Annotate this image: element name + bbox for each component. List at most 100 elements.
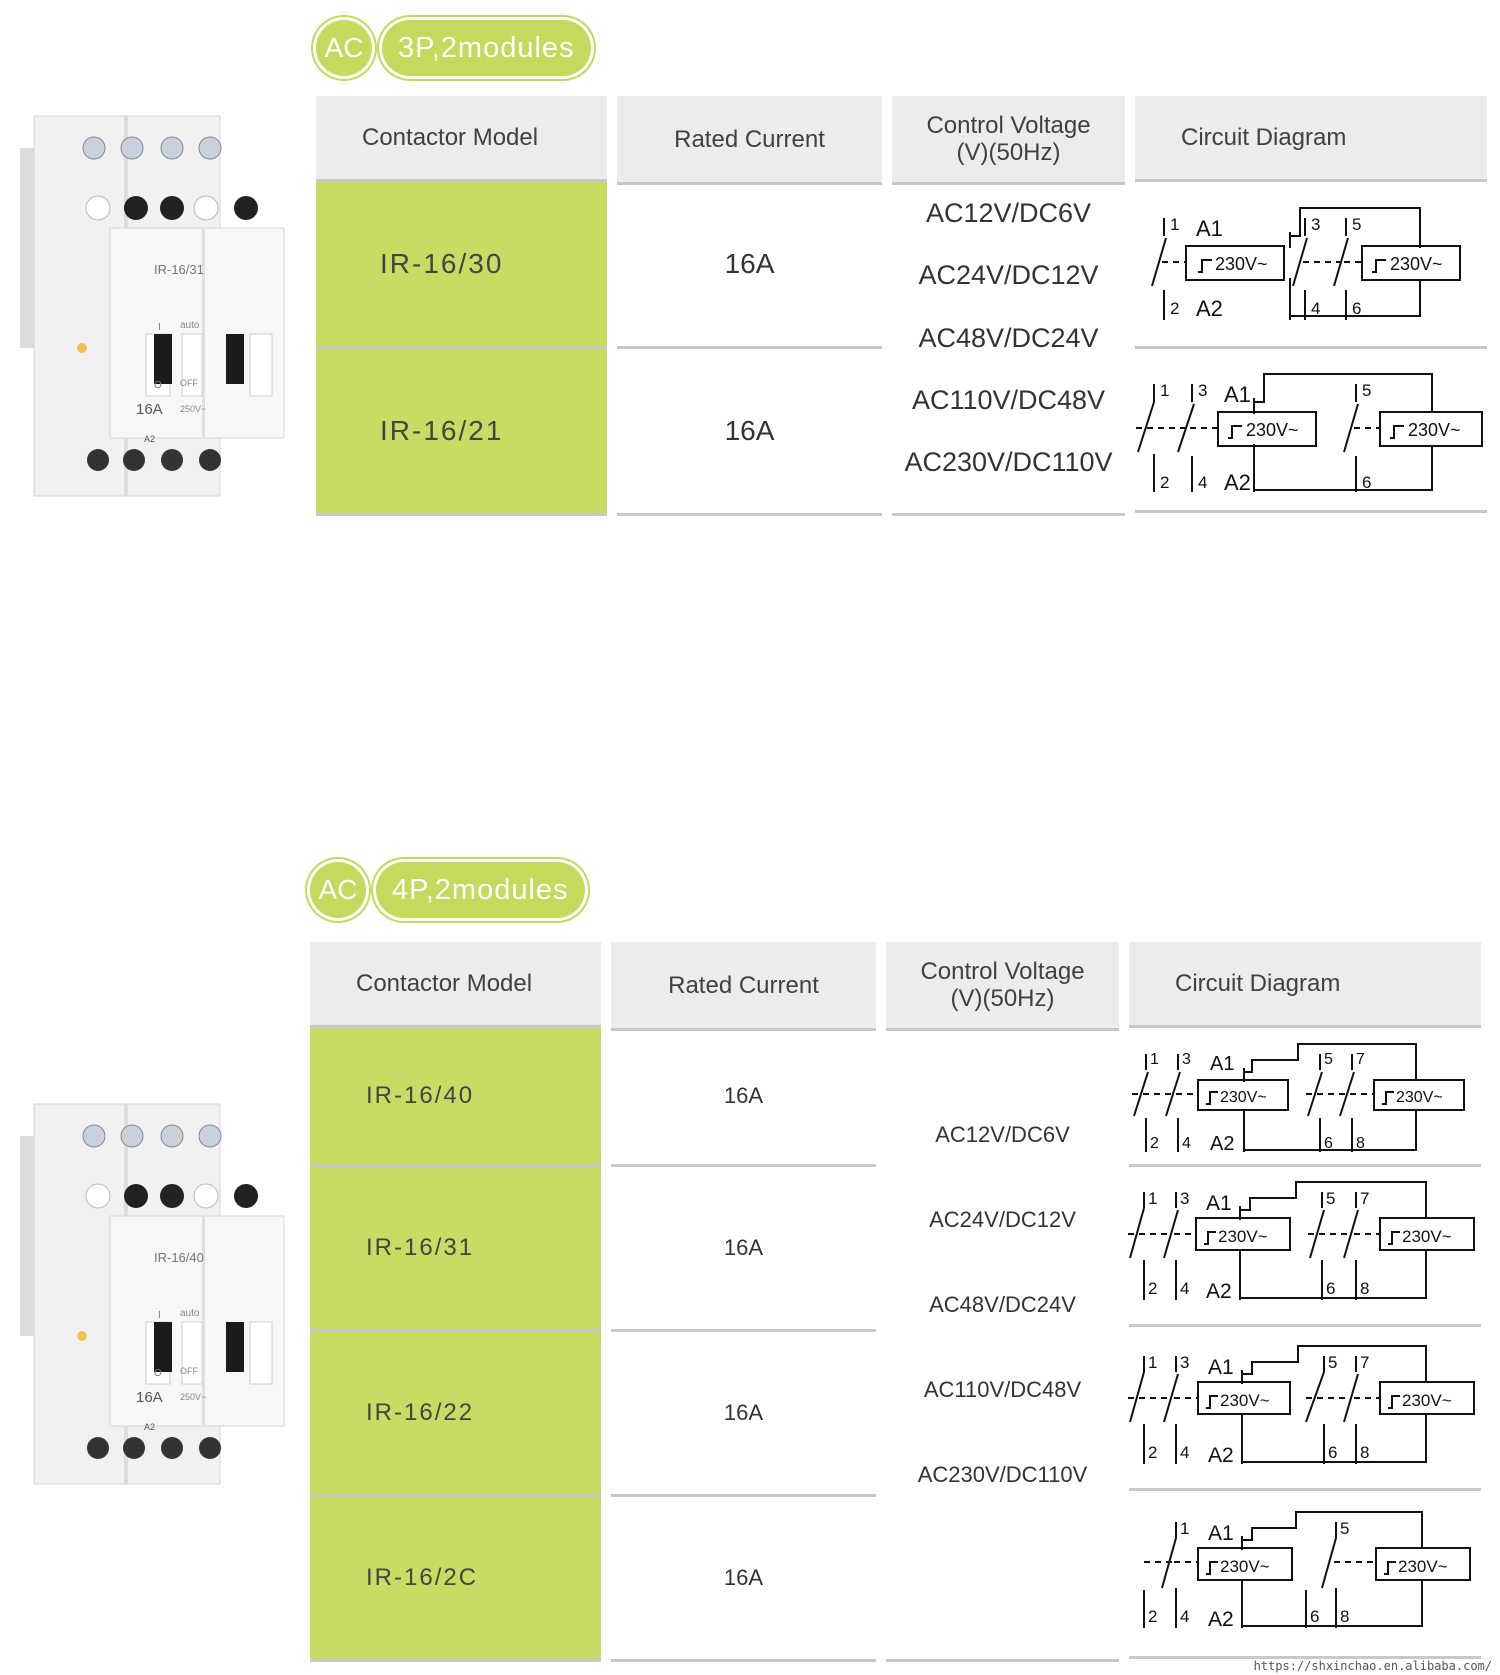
- diagram-row-border: [1135, 346, 1487, 349]
- svg-text:6: 6: [1352, 299, 1361, 318]
- contactor-device-image: IR-16/40 I auto O OFF 16A 250V~ A2: [20, 1103, 285, 1485]
- svg-text:4: 4: [1180, 1279, 1189, 1298]
- svg-text:2: 2: [1170, 299, 1179, 318]
- device-a2: A2: [144, 434, 155, 444]
- ac-badge: AC: [316, 20, 372, 76]
- current-cell: 16A: [611, 1028, 876, 1167]
- svg-text:230V~: 230V~: [1246, 420, 1299, 440]
- svg-text:8: 8: [1360, 1443, 1369, 1462]
- svg-text:1: 1: [1148, 1189, 1157, 1208]
- svg-text:A2: A2: [1206, 1280, 1232, 1303]
- svg-text:3: 3: [1180, 1353, 1189, 1372]
- svg-text:4: 4: [1182, 1135, 1191, 1152]
- voltage-item: AC110V/DC48V: [923, 1377, 1082, 1402]
- svg-text:7: 7: [1360, 1189, 1369, 1208]
- voltage-item: AC24V/DC12V: [918, 260, 1099, 291]
- device-auto-text: auto: [180, 1308, 200, 1319]
- voltage-bottom-border: [886, 1659, 1119, 1662]
- current-cell: 16A: [617, 349, 882, 516]
- svg-text:2: 2: [1148, 1607, 1157, 1626]
- header-rated-current: Rated Current: [617, 96, 882, 185]
- section-3p: AC 3P,2modules IR-16/31 I auto O OFF 16A…: [0, 0, 1500, 520]
- circuit-diagram-ir-16-40: 1 2 3 4 A1 A2 230V~ 5 6 7 8 230V~: [1132, 1043, 1465, 1155]
- header-rated-current: Rated Current: [611, 942, 876, 1031]
- poles-modules-badge: 4P,2modules: [376, 862, 585, 918]
- circuit-diagram-ir-16-31: 1 2 3 4 A1 A2 230V~ 5 6 7 8 230V~: [1128, 1181, 1475, 1303]
- header-contactor-model: Contactor Model: [310, 942, 601, 1028]
- voltage-item: AC48V/DC24V: [929, 1292, 1076, 1317]
- circuit-diagram-ir-16-22: 1 2 3 4 A1 A2 230V~ 5 6 7 8 230V~: [1128, 1345, 1475, 1467]
- svg-text:8: 8: [1340, 1607, 1349, 1626]
- model-cell: IR-16/40: [310, 1028, 601, 1167]
- svg-text:2: 2: [1148, 1443, 1157, 1462]
- model-cell: IR-16/30: [316, 182, 607, 349]
- svg-text:5: 5: [1326, 1189, 1335, 1208]
- svg-text:A2: A2: [1196, 296, 1223, 321]
- svg-text:5: 5: [1324, 1051, 1333, 1068]
- device-on-mark: I: [158, 322, 161, 333]
- svg-text:8: 8: [1356, 1135, 1365, 1152]
- device-voltage: 250V~: [180, 1392, 206, 1402]
- svg-text:6: 6: [1326, 1279, 1335, 1298]
- device-auto-text: auto: [180, 320, 200, 331]
- voltage-item: AC12V/DC6V: [935, 1122, 1070, 1147]
- voltage-item: AC110V/DC48V: [911, 384, 1106, 415]
- svg-text:2: 2: [1150, 1135, 1159, 1152]
- svg-text:230V~: 230V~: [1220, 1557, 1270, 1576]
- model-cell: IR-16/31: [310, 1167, 601, 1332]
- diagram-row-border: [1129, 1488, 1481, 1491]
- svg-text:230V~: 230V~: [1220, 1089, 1267, 1106]
- svg-text:6: 6: [1362, 473, 1371, 492]
- svg-text:1: 1: [1170, 215, 1179, 234]
- poles-modules-badge: 3P,2modules: [382, 20, 591, 76]
- voltage-list: AC12V/DC6V AC24V/DC12V AC48V/DC24V AC110…: [886, 1122, 1119, 1488]
- device-model-label: IR-16/31: [154, 262, 204, 277]
- device-on-mark: I: [158, 1310, 161, 1321]
- model-cell: IR-16/2C: [310, 1497, 601, 1662]
- header-control-voltage: Control Voltage (V)(50Hz): [886, 942, 1119, 1031]
- contactor-device-image: IR-16/31 I auto O OFF 16A 250V~ A2: [20, 115, 285, 497]
- svg-text:A1: A1: [1210, 1053, 1234, 1075]
- device-model-label: IR-16/40: [154, 1250, 204, 1265]
- svg-text:A1: A1: [1224, 382, 1251, 407]
- device-voltage: 250V~: [180, 404, 206, 414]
- ac-badge: AC: [310, 862, 366, 918]
- diagram-row-border: [1129, 1324, 1481, 1327]
- header-contactor-model: Contactor Model: [316, 96, 607, 182]
- svg-text:230V~: 230V~: [1220, 1391, 1270, 1410]
- device-off-text: OFF: [180, 1366, 198, 1376]
- voltage-item: AC12V/DC6V: [925, 198, 1092, 228]
- svg-text:1: 1: [1150, 1051, 1159, 1068]
- svg-text:4: 4: [1180, 1607, 1189, 1626]
- svg-text:5: 5: [1328, 1353, 1337, 1372]
- svg-text:4: 4: [1180, 1443, 1189, 1462]
- voltage-item: AC230V/DC110V: [917, 1462, 1088, 1487]
- voltage-item: AC48V/DC24V: [918, 322, 1099, 353]
- current-cell: 16A: [611, 1167, 876, 1332]
- svg-text:6: 6: [1328, 1443, 1337, 1462]
- svg-text:A1: A1: [1196, 216, 1223, 241]
- svg-text:4: 4: [1311, 299, 1320, 318]
- svg-text:3: 3: [1311, 215, 1320, 234]
- svg-text:3: 3: [1198, 381, 1207, 400]
- model-cell: IR-16/21: [316, 349, 607, 516]
- svg-text:1: 1: [1160, 381, 1169, 400]
- svg-text:A2: A2: [1208, 1608, 1234, 1631]
- voltage-bottom-border: [892, 513, 1125, 516]
- device-a2: A2: [144, 1422, 155, 1432]
- current-cell: 16A: [611, 1332, 876, 1497]
- section-4p: AC 4P,2modules IR-16/40 I auto O OFF 16A…: [0, 850, 1500, 1675]
- footer-url: https://shxinchao.en.alibaba.com/: [1253, 1659, 1492, 1673]
- device-o-mark: O: [154, 1368, 162, 1379]
- model-cell: IR-16/22: [310, 1332, 601, 1497]
- svg-text:A1: A1: [1208, 1356, 1234, 1379]
- device-rating: 16A: [136, 1389, 163, 1406]
- svg-text:5: 5: [1340, 1519, 1349, 1538]
- svg-text:A1: A1: [1206, 1192, 1232, 1215]
- voltage-item: AC24V/DC12V: [929, 1207, 1076, 1232]
- badge-row: AC 3P,2modules: [316, 20, 591, 76]
- device-o-mark: O: [154, 380, 162, 391]
- svg-text:7: 7: [1360, 1353, 1369, 1372]
- circuit-diagram-ir-16-21: 1 2 3 4 A1 A2 230V~ 5 6 230V~: [1136, 373, 1483, 495]
- current-cell: 16A: [617, 182, 882, 349]
